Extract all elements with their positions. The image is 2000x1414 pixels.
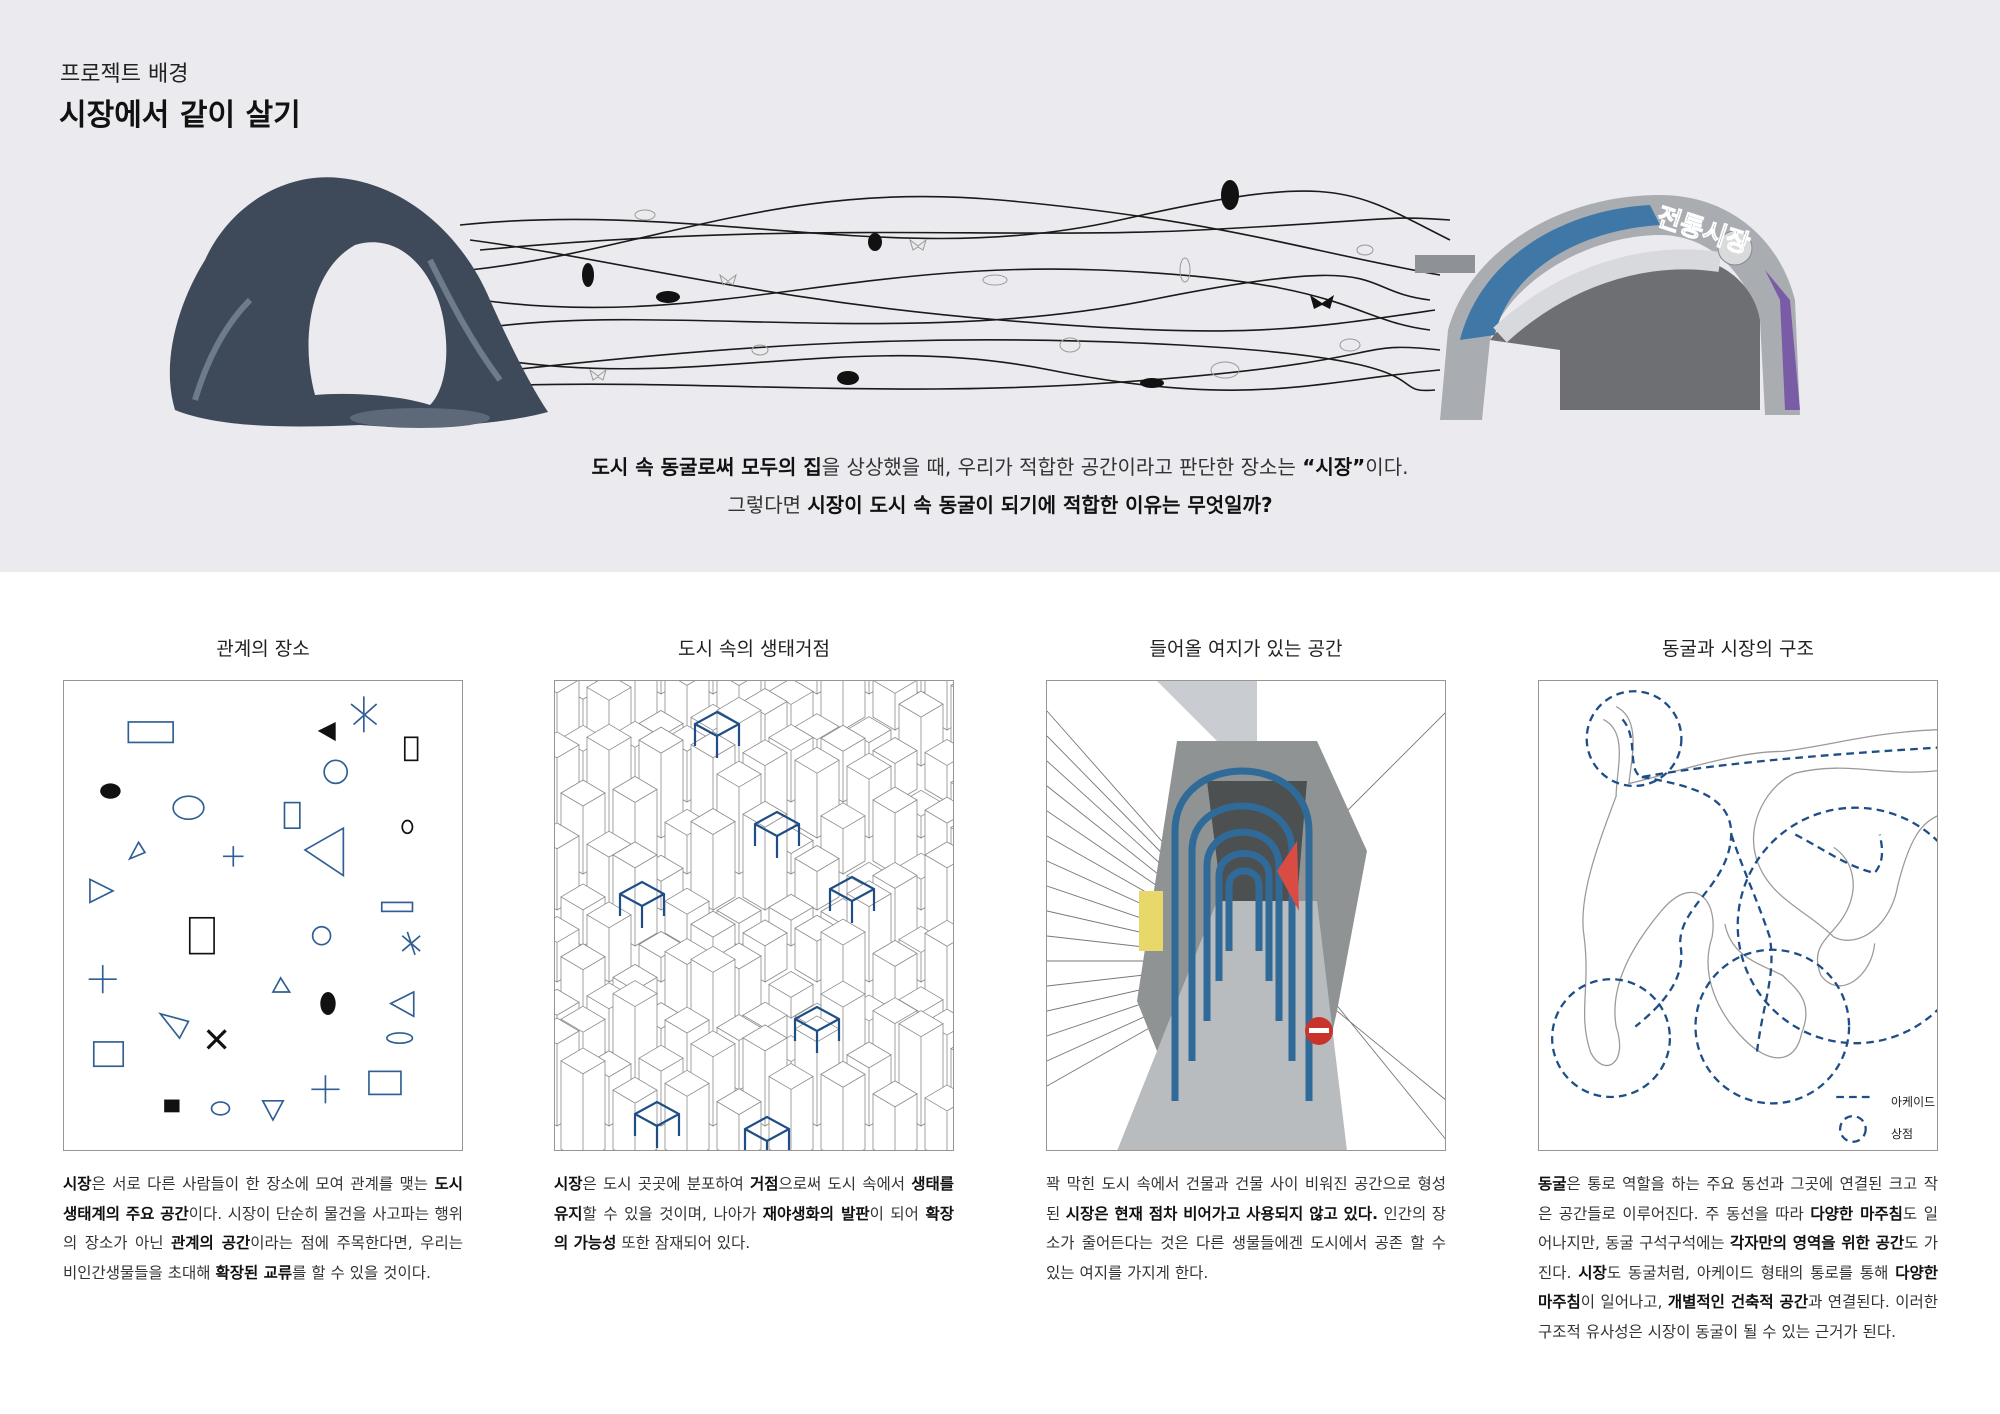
market-arcade-image: 전통시장 — [1415, 195, 1800, 420]
legend-arcade-label: 아케이드 — [1891, 1095, 1936, 1109]
text-segment: 도 일어나지만, 동굴 구석구석에는 — [1538, 1204, 1938, 1253]
emphasis-text: 각자만의 영역을 위한 공간 — [1729, 1234, 1905, 1252]
emphasis-text: 시장 — [63, 1175, 92, 1193]
building-block — [950, 683, 953, 755]
hero-illustration: 전통시장 — [169, 177, 1800, 428]
text-segment: 도 가진다. — [1538, 1234, 1938, 1282]
legend-shop-label: 상점 — [1891, 1127, 1914, 1141]
text-segment: 은 통로 역할을 하는 주요 동선과 그곳에 연결된 크고 작은 공간들로 이루… — [1538, 1175, 1938, 1223]
panel-heading-structure: 동굴과 시장의 구조 — [1662, 638, 1814, 660]
text-segment: 이 일어나고, — [1580, 1293, 1668, 1311]
panel-text-eco-hub: 시장은 도시 곳곳에 분포하여 거점으로써 도시 속에서 생태를 유지할 수 있… — [554, 1170, 954, 1259]
market-frame — [753, 810, 801, 858]
cat-icon — [582, 263, 594, 287]
bird-icon — [656, 291, 680, 303]
emphasis-text: 시장은 현재 점차 비어가고 사용되지 않고 있다. — [1065, 1204, 1379, 1223]
frog-icon — [837, 371, 859, 385]
butterfly-icon — [1310, 295, 1334, 309]
cave-image — [169, 177, 549, 428]
text-segment: 과 연결된다. 이러한 구조적 유사성은 시장이 동굴이 될 수 있는 근거가 … — [1538, 1293, 1938, 1341]
bird-icon — [868, 233, 882, 251]
panel-text-relations: 시장은 서로 다른 사람들이 한 장소에 모여 관계를 맺는 도시 생태계의 주… — [63, 1170, 463, 1288]
building-block — [768, 1062, 814, 1150]
emphasis-text: 도시 생태계의 주요 공간 — [63, 1175, 463, 1223]
building-block — [560, 1047, 606, 1150]
emphasis-text: 시장 — [554, 1175, 583, 1193]
emphasis-text: 개별적인 건축적 공간 — [1667, 1293, 1809, 1311]
panel-heading-relations: 관계의 장소 — [216, 638, 310, 660]
lead-line-1: 도시 속 동굴로써 모두의 집을 상상했을 때, 우리가 적합한 공간이라고 판… — [0, 451, 2000, 480]
emphasis-text: 도시 속 동굴로써 모두의 집 — [591, 455, 822, 479]
text-segment: 을 상상했을 때, 우리가 적합한 공간이라고 판단한 장소는 — [821, 455, 1303, 479]
building-block — [794, 845, 840, 911]
text-segment: 인간의 장소가 줄어든다는 것은 다른 생물들에겐 도시에서 공존 할 수 있는… — [1046, 1204, 1446, 1282]
text-segment: 이다. — [1365, 455, 1409, 479]
building-block — [664, 1069, 710, 1150]
market-frame — [743, 1115, 791, 1150]
building-block — [872, 1080, 918, 1150]
emphasis-text: 관계의 공간 — [171, 1234, 251, 1252]
market-alley-perspective — [1046, 680, 1446, 1151]
building-block — [690, 808, 736, 911]
emphasis-text: 확장된 교류 — [215, 1263, 293, 1282]
emphasis-text: 거점 — [749, 1175, 779, 1193]
emphasis-text: 다양한 마주침 — [1538, 1263, 1938, 1312]
text-segment: 으로써 도시 속에서 — [778, 1175, 912, 1193]
text-segment: 또한 잠재되어 있다. — [616, 1234, 751, 1252]
market-frame — [693, 710, 741, 758]
building-block — [716, 1088, 762, 1150]
cave-market-structure-diagram: 아케이드 상점 — [1538, 680, 1938, 1151]
market-frame — [618, 880, 666, 928]
building-block — [820, 1060, 866, 1150]
emphasis-text: 확장의 가능성 — [554, 1204, 955, 1253]
panel-text-open-space: 꽉 막힌 도시 속에서 건물과 건물 사이 비워진 공간으로 형성된 시장은 현… — [1046, 1170, 1446, 1288]
emphasis-text: “시장” — [1302, 455, 1366, 479]
text-segment: 이 되어 — [869, 1204, 926, 1223]
emphasis-text: 시장이 도시 속 동굴이 되기에 적합한 이유는 무엇일까? — [807, 493, 1273, 517]
text-segment: 도 동굴처럼, 아케이드 형태의 통로를 통해 — [1606, 1263, 1896, 1282]
isometric-city-diagram — [554, 680, 954, 1151]
market-frame — [828, 875, 876, 923]
panel-heading-open-space: 들어올 여지가 있는 공간 — [1149, 638, 1343, 660]
panel-text-structure: 동굴은 통로 역할을 하는 주요 동선과 그곳에 연결된 크고 작은 공간들로 … — [1538, 1170, 1938, 1347]
animal-outlines — [589, 209, 1374, 381]
text-segment: 그렇다면 — [727, 493, 808, 517]
owl-icon — [1221, 180, 1239, 210]
page-title: 시장에서 같이 살기 — [59, 98, 301, 133]
section-eyebrow: 프로젝트 배경 — [60, 62, 189, 87]
animal-silhouettes — [582, 180, 1334, 388]
building-block — [768, 970, 814, 1019]
emphasis-text: 재야생화의 발판 — [762, 1204, 870, 1223]
text-segment: 은 서로 다른 사람들이 한 장소에 모여 관계를 맺는 — [91, 1175, 435, 1193]
panel-heading-eco-hub: 도시 속의 생태거점 — [678, 638, 830, 660]
market-frame — [633, 1100, 681, 1148]
text-segment: 은 도시 곳곳에 분포하여 — [582, 1175, 750, 1193]
text-segment: 이라는 점에 주목한다면, 우리는 비인간생물들을 초대해 — [63, 1234, 463, 1282]
emphasis-text: 다양한 마주침 — [1810, 1204, 1903, 1223]
lead-line-2: 그렇다면 시장이 도시 속 동굴이 되기에 적합한 이유는 무엇일까? — [0, 489, 2000, 518]
text-segment: 꽉 막힌 도시 속에서 건물과 건물 사이 비워진 공간으로 형성된 — [1046, 1175, 1446, 1223]
emphasis-text: 동굴 — [1538, 1175, 1567, 1193]
lizard-icon — [1140, 378, 1164, 388]
wires — [459, 190, 1451, 392]
relations-shapes-diagram — [63, 680, 463, 1151]
text-segment: 이다. 시장이 단순히 물건을 사고파는 행위의 장소가 아닌 — [63, 1204, 464, 1253]
text-segment: 를 할 수 있을 것이다. — [292, 1263, 431, 1282]
emphasis-text: 생태를 유지 — [554, 1175, 954, 1223]
text-segment: 할 수 있을 것이며, 나아가 — [582, 1204, 763, 1223]
emphasis-text: 시장 — [1578, 1263, 1607, 1282]
dashed-circle-icon — [1838, 1115, 1867, 1143]
market-frame — [793, 1005, 841, 1053]
building-block — [924, 1084, 953, 1150]
